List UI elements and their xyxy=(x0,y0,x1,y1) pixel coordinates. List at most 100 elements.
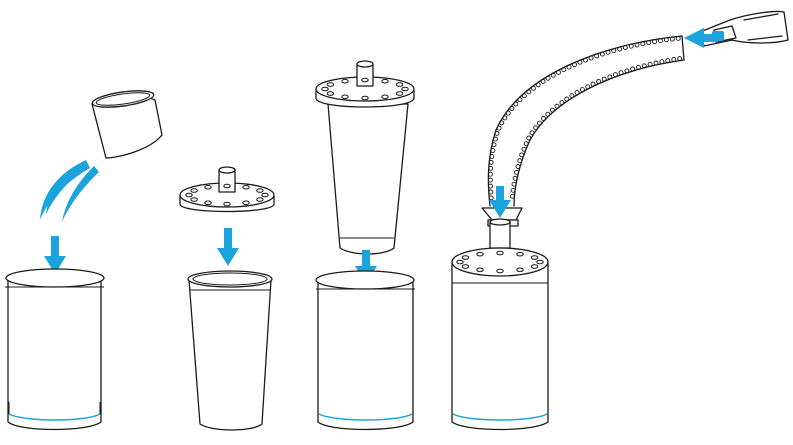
lid-hole xyxy=(362,78,368,82)
lid-hole xyxy=(186,193,192,197)
lid-hole xyxy=(362,96,368,100)
lid-hole xyxy=(224,184,230,188)
lid-hole xyxy=(531,256,537,260)
lid-hole xyxy=(205,201,211,205)
hose-rib xyxy=(542,117,546,121)
hose-rib xyxy=(629,44,633,48)
down-arrow-icon xyxy=(44,236,66,274)
hose-rib xyxy=(510,107,514,111)
hose-rib xyxy=(578,60,582,64)
tapered-cup-with-lid xyxy=(316,61,414,254)
lid-hole xyxy=(537,260,543,264)
hose-rib xyxy=(555,104,559,108)
lid-hole xyxy=(327,92,333,96)
hose-rib xyxy=(597,80,601,84)
hose-rib xyxy=(573,63,577,67)
hose-rib xyxy=(531,86,535,90)
hose-rib xyxy=(536,83,540,87)
assembled-container xyxy=(452,219,548,430)
hose-rib xyxy=(602,77,606,81)
hose-rib xyxy=(612,49,616,53)
hose-rib xyxy=(635,43,639,47)
hose-rib xyxy=(520,153,524,157)
hose-icon xyxy=(482,36,684,226)
hose-rib xyxy=(527,136,531,140)
hose-rib xyxy=(653,40,657,44)
hose-rib xyxy=(606,50,610,54)
hose-rib xyxy=(522,94,526,98)
hose-rib xyxy=(524,142,528,146)
hose-rib xyxy=(530,131,534,135)
hose-rib xyxy=(495,131,499,135)
hose-rib xyxy=(503,116,507,120)
lid-hole xyxy=(243,201,249,205)
step-1 xyxy=(5,88,162,430)
lid-hole xyxy=(396,83,402,87)
hose-rib xyxy=(575,91,579,95)
lid-hole xyxy=(477,268,483,272)
hose-rib xyxy=(518,98,522,102)
lid-hole xyxy=(382,95,388,99)
lid-hole xyxy=(477,252,483,256)
lid-hole xyxy=(531,265,537,269)
hose-rib xyxy=(534,126,538,130)
hose-rib xyxy=(560,101,564,105)
hose-rib xyxy=(537,121,541,125)
hose-rib xyxy=(551,73,555,77)
hose-rib xyxy=(506,111,510,115)
hose-rib xyxy=(562,68,566,72)
lid-hole xyxy=(462,265,468,269)
lid-hole xyxy=(402,87,408,91)
lid-hole xyxy=(205,185,211,189)
hose-rib xyxy=(589,56,593,60)
hose-rib xyxy=(514,102,518,106)
lid-hole xyxy=(457,260,463,264)
tapered-cup xyxy=(188,271,272,430)
liquid-stream xyxy=(40,160,99,222)
container-icon xyxy=(5,269,104,430)
hose-rib xyxy=(527,90,531,94)
hose-rib xyxy=(647,41,651,45)
hose-rib xyxy=(497,126,501,130)
hose-rib xyxy=(546,112,550,116)
container-icon xyxy=(316,271,415,430)
hose-rib xyxy=(591,82,595,86)
hose-rib xyxy=(567,65,571,69)
lid-hole xyxy=(382,79,388,83)
lid-hole xyxy=(497,269,503,273)
hose-rib xyxy=(586,85,590,89)
cup-icon xyxy=(91,88,162,158)
hose-rib xyxy=(595,54,599,58)
lid-hole xyxy=(517,268,523,272)
hose-rib xyxy=(584,58,588,62)
hose-rib xyxy=(570,94,574,98)
hose-rib xyxy=(546,76,550,80)
hose-rib xyxy=(623,46,627,50)
lid-hole xyxy=(191,198,197,202)
hose-rib xyxy=(550,108,554,112)
lid-hole xyxy=(191,189,197,193)
lid-hole xyxy=(257,198,263,202)
lid-hole xyxy=(396,92,402,96)
lid-hole xyxy=(517,252,523,256)
lid-hole xyxy=(342,95,348,99)
hose-rib xyxy=(600,52,604,56)
lid-icon xyxy=(180,167,274,212)
lid-hole xyxy=(342,79,348,83)
hose-rib xyxy=(500,121,504,125)
hose-rib xyxy=(557,70,561,74)
hose-rib xyxy=(541,79,545,83)
hose-rib xyxy=(493,137,497,141)
lid-hole xyxy=(327,83,333,87)
lid-hole xyxy=(462,256,468,260)
step-3 xyxy=(316,61,415,430)
lid-hole xyxy=(224,202,230,206)
hose-rib xyxy=(580,88,584,92)
down-arrow-icon xyxy=(217,228,239,266)
lid-hole xyxy=(257,189,263,193)
lid-hole xyxy=(243,185,249,189)
hose-rib xyxy=(618,47,622,51)
hose-rib xyxy=(565,97,569,101)
